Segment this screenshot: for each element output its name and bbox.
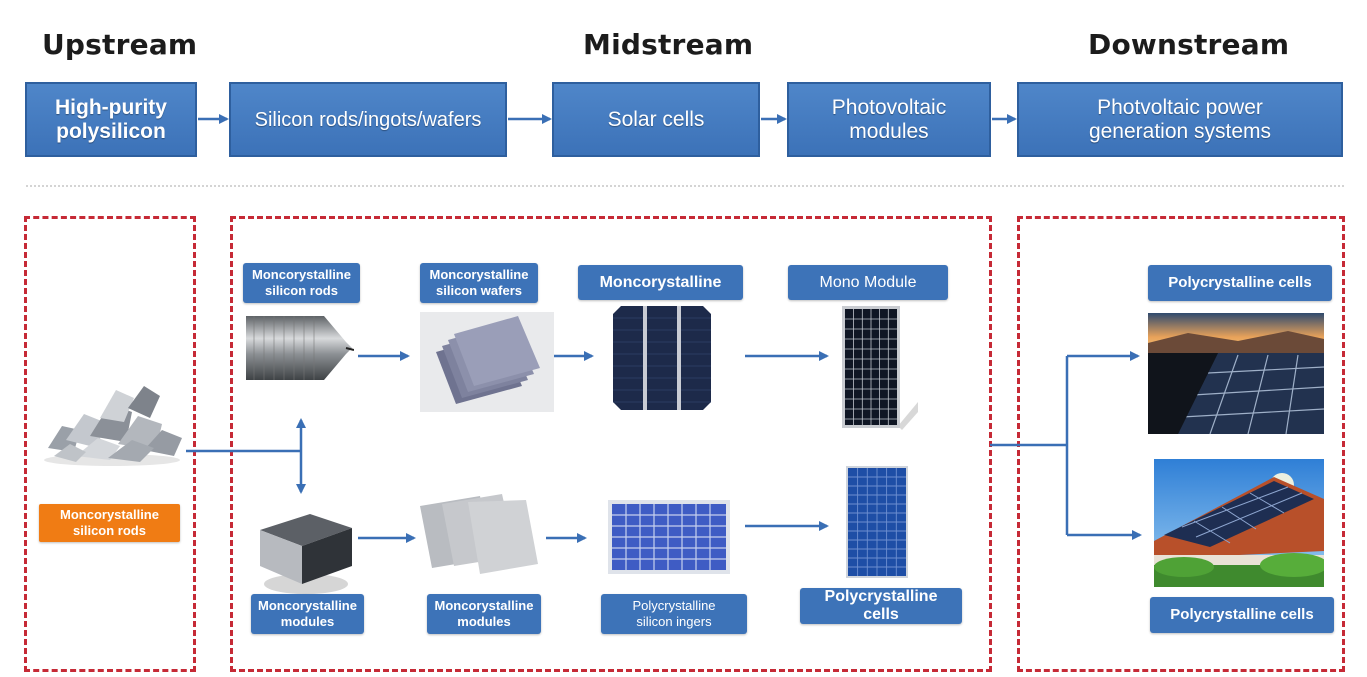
- upstream-panel: [24, 216, 196, 672]
- rooftop-solar-photo: [1154, 459, 1324, 587]
- poly-module-image: [846, 466, 908, 578]
- label-mono-silicon-rods: Moncorystalline silicon rods: [243, 263, 360, 303]
- poly-wafers-image: [420, 494, 538, 574]
- label-poly-ingot: Moncorystalline modules: [251, 594, 364, 634]
- downstream-label-bottom: Polycrystalline cells: [1150, 597, 1334, 633]
- flow-box-polysilicon: High-purity polysilicon: [25, 82, 197, 157]
- flow-box-rods-ingots-wafers: Silicon rods/ingots/wafers: [229, 82, 507, 157]
- mono-module-image: [842, 306, 918, 430]
- poly-ingot-image: [260, 514, 352, 594]
- label-mono-cell: Moncorystalline: [578, 265, 743, 300]
- label-poly-wafers: Moncorystalline modules: [427, 594, 541, 634]
- poly-cell-image: [608, 500, 730, 574]
- flow-box-pv-modules: Photovoltaic modules: [787, 82, 991, 157]
- label-poly-module: Polycrystalline cells: [800, 588, 962, 624]
- mono-wafers-image: [420, 312, 554, 412]
- label-mono-silicon-wafers: Moncorystalline silicon wafers: [420, 263, 538, 303]
- stage-title-downstream: Downstream: [1088, 28, 1290, 61]
- stage-title-midstream: Midstream: [583, 28, 754, 61]
- downstream-label-top: Polycrystalline cells: [1148, 265, 1332, 301]
- stage-title-upstream: Upstream: [42, 28, 198, 61]
- upstream-label-rods: Moncorystalline silicon rods: [39, 504, 180, 542]
- flow-box-solar-cells: Solar cells: [552, 82, 760, 157]
- flow-box-pv-systems: Photvoltaic power generation systems: [1017, 82, 1343, 157]
- mono-rod-image: [246, 316, 354, 380]
- section-separator: [26, 185, 1344, 187]
- polysilicon-chunks-image: [44, 386, 182, 466]
- label-mono-module: Mono Module: [788, 265, 948, 300]
- label-poly-cell: Polycrystalline silicon ingers: [601, 594, 747, 634]
- mono-cell-image: [613, 306, 711, 410]
- solar-farm-photo: [1148, 313, 1324, 434]
